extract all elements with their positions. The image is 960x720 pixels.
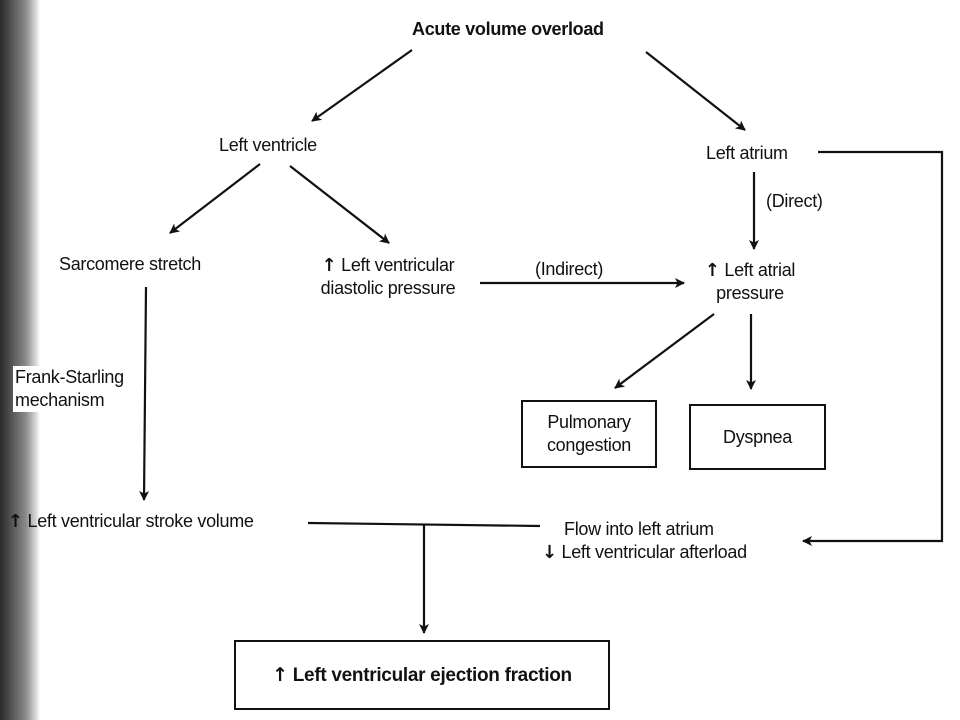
down-arrow-icon: ↓ — [542, 542, 557, 563]
node-lv-stroke-volume-text: Left ventricular stroke volume — [27, 511, 254, 531]
arrow-pressure-to-congestion — [614, 313, 715, 389]
line-stroke-to-flow — [307, 521, 541, 528]
node-lv-afterload-text: Left ventricular afterload — [561, 542, 748, 562]
arrow-sarcomere-to-stroke — [139, 286, 150, 501]
box-pulmonary-congestion: Pulmonary congestion — [521, 400, 657, 468]
edge-label-indirect-text: (Indirect) — [535, 259, 604, 279]
up-arrow-icon: ↑ — [272, 663, 288, 686]
node-lv-diastolic-line2: diastolic pressure — [320, 278, 456, 298]
node-la-pressure: ↑ Left atrial pressure — [690, 259, 810, 305]
box-lv-ejection-fraction: ↑ Left ventricular ejection fraction — [234, 640, 610, 710]
arrow-overload-to-atrium — [645, 51, 746, 131]
box-dyspnea: Dyspnea — [689, 404, 826, 470]
node-left-ventricle: Left ventricle — [219, 134, 317, 157]
up-arrow-icon: ↑ — [8, 511, 23, 532]
edge-label-direct-text: (Direct) — [766, 191, 823, 211]
node-sarcomere-stretch-text: Sarcomere stretch — [59, 254, 201, 274]
node-sarcomere-stretch: Sarcomere stretch — [59, 253, 201, 276]
arrow-atrium-loop-to-afterload — [802, 150, 944, 546]
arrow-overload-to-ventricle — [311, 49, 413, 122]
node-frank-starling-line1: Frank-Starling — [15, 367, 124, 387]
node-left-atrium: Left atrium — [706, 142, 788, 165]
node-frank-starling-line2: mechanism — [15, 390, 105, 410]
box-pulmonary-congestion-line1: Pulmonary — [547, 412, 631, 432]
edge-label-indirect: (Indirect) — [535, 258, 603, 281]
node-lv-stroke-volume: ↑ Left ventricular stroke volume — [8, 510, 254, 533]
node-flow-into-la-text: Flow into left atrium — [564, 519, 714, 539]
up-arrow-icon: ↑ — [704, 260, 720, 281]
box-pulmonary-congestion-line2: congestion — [546, 435, 632, 455]
node-lv-diastolic-line1: Left ventricular — [341, 255, 455, 275]
node-left-ventricle-text: Left ventricle — [219, 135, 317, 155]
node-la-pressure-line1: Left atrial — [724, 260, 796, 280]
node-frank-starling: Frank-Starling mechanism — [13, 366, 126, 412]
box-lv-ejection-fraction-text: Left ventricular ejection fraction — [292, 664, 572, 686]
up-arrow-icon: ↑ — [321, 255, 337, 276]
arrow-ventricle-to-diastolic — [289, 165, 390, 244]
node-la-pressure-line2: pressure — [716, 283, 784, 303]
node-acute-volume-overload: Acute volume overload — [412, 18, 604, 41]
edge-label-direct: (Direct) — [766, 190, 823, 213]
scan-shadow-edge — [0, 0, 40, 720]
node-lv-diastolic-pressure: ↑ Left ventricular diastolic pressure — [299, 254, 477, 300]
box-dyspnea-text: Dyspnea — [723, 426, 792, 447]
node-flow-afterload: Flow into left atrium ↓ Left ventricular… — [542, 518, 747, 564]
node-acute-volume-overload-text: Acute volume overload — [412, 19, 604, 39]
node-left-atrium-text: Left atrium — [706, 143, 788, 163]
arrow-ventricle-to-sarcomere — [169, 163, 261, 234]
